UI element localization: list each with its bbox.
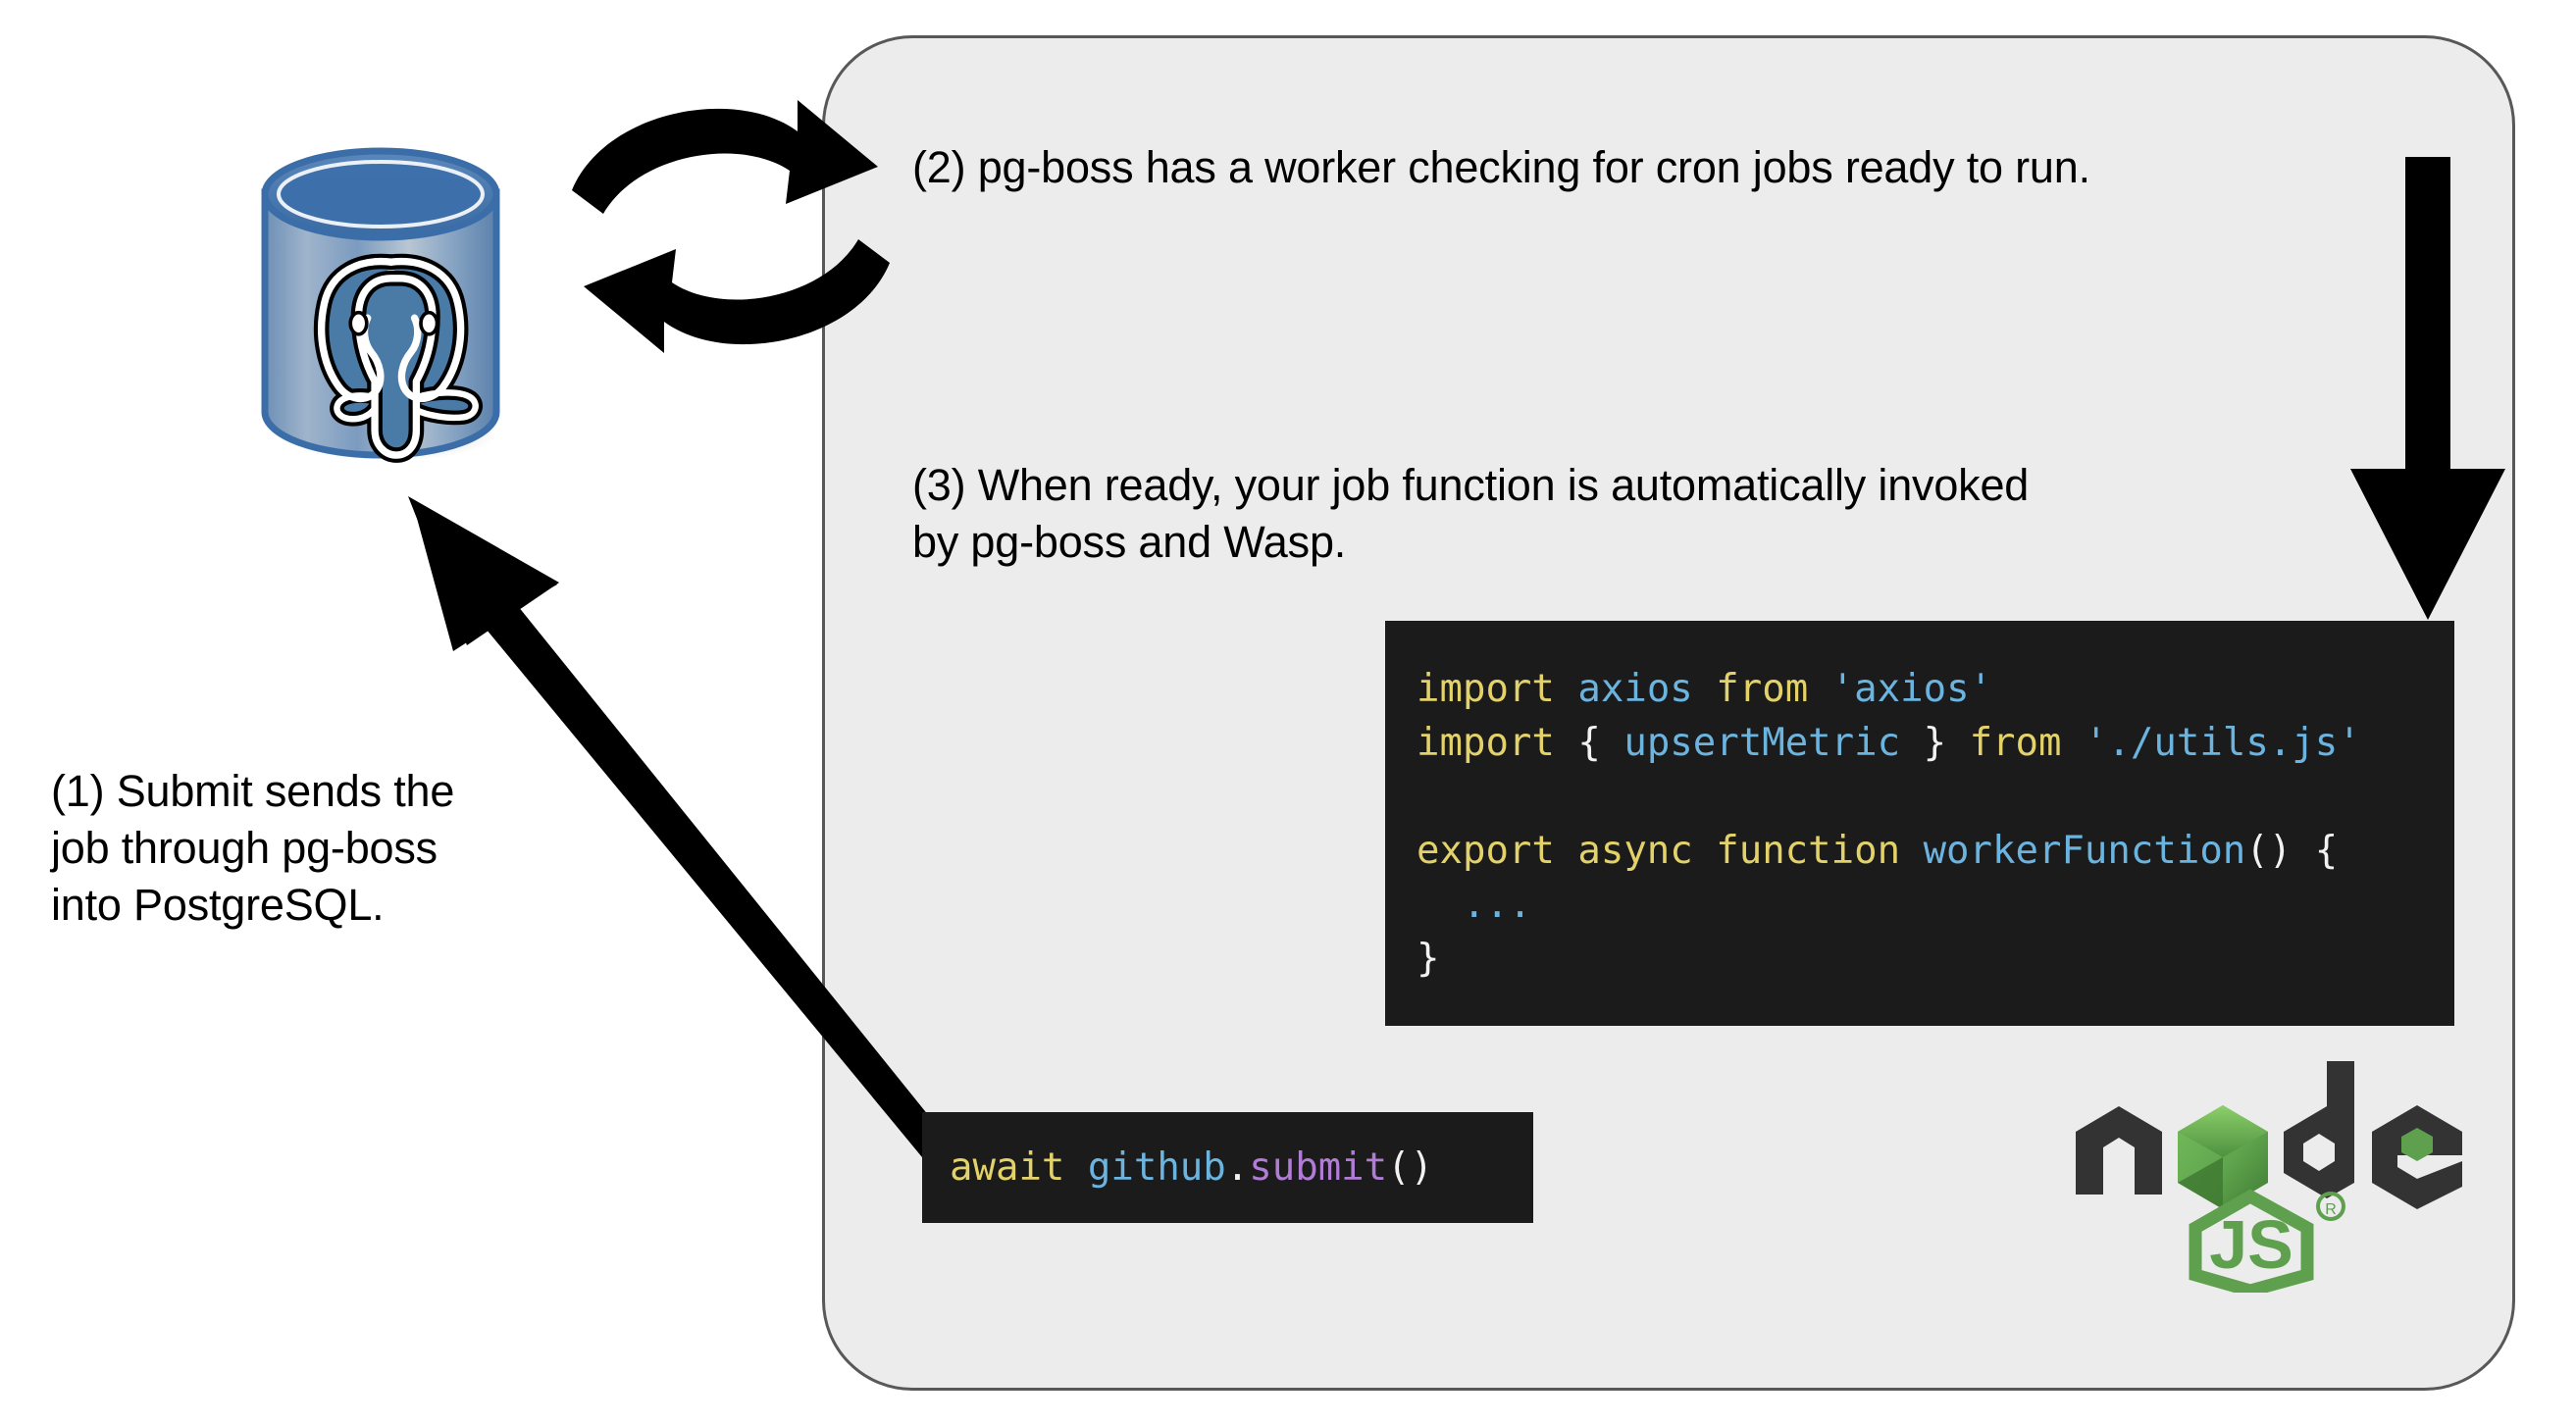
step3-annotation: (3) When ready, your job function is aut… bbox=[912, 460, 2030, 567]
code-line: import axios from 'axios' bbox=[1417, 662, 2454, 716]
code-token-id: axios bbox=[1577, 667, 1717, 711]
code-token-pun: () bbox=[1387, 1145, 1434, 1190]
code-line: ... bbox=[1417, 878, 2454, 932]
code-token-pun: () { bbox=[2245, 829, 2339, 873]
code-line: } bbox=[1417, 932, 2454, 986]
code-token-id: github bbox=[1087, 1145, 1226, 1190]
code-token-dots: ... bbox=[1417, 883, 1532, 927]
code-token-str: './utils.js' bbox=[2084, 721, 2361, 765]
code-token-kw: import bbox=[1417, 721, 1578, 765]
code-token-kw: from bbox=[1969, 721, 2085, 765]
code-line: import { upsertMetric } from './utils.js… bbox=[1417, 716, 2454, 770]
code-token-pun: } bbox=[1923, 721, 1970, 765]
code-token-kw: from bbox=[1716, 667, 1831, 711]
code-line bbox=[1417, 770, 2454, 824]
step1-annotation: (1) Submit sends the job through pg-boss… bbox=[51, 766, 455, 930]
code-token-pun: } bbox=[1417, 937, 1440, 981]
code-line: await github.submit() bbox=[950, 1112, 1533, 1223]
code-line: export async function workerFunction() { bbox=[1417, 824, 2454, 878]
code-token-kw: await bbox=[950, 1145, 1088, 1190]
code-token-kw: export async function bbox=[1417, 829, 1924, 873]
step2-annotation: (2) pg-boss has a worker checking for cr… bbox=[912, 142, 2090, 192]
code-token-pun: . bbox=[1225, 1145, 1250, 1190]
postgresql-database-cylinder-icon bbox=[243, 145, 528, 469]
submit-call-code-block: await github.submit() bbox=[922, 1112, 1533, 1223]
code-token-fn: workerFunction bbox=[1923, 829, 2246, 873]
code-token-pun: { bbox=[1577, 721, 1624, 765]
code-token-str: 'axios' bbox=[1830, 667, 1993, 711]
code-token-meth: submit bbox=[1249, 1145, 1388, 1190]
code-token-id: upsertMetric bbox=[1623, 721, 1924, 765]
code-token-kw: import bbox=[1417, 667, 1578, 711]
worker-function-code-block: import axios from 'axios'import { upsert… bbox=[1385, 621, 2454, 1026]
